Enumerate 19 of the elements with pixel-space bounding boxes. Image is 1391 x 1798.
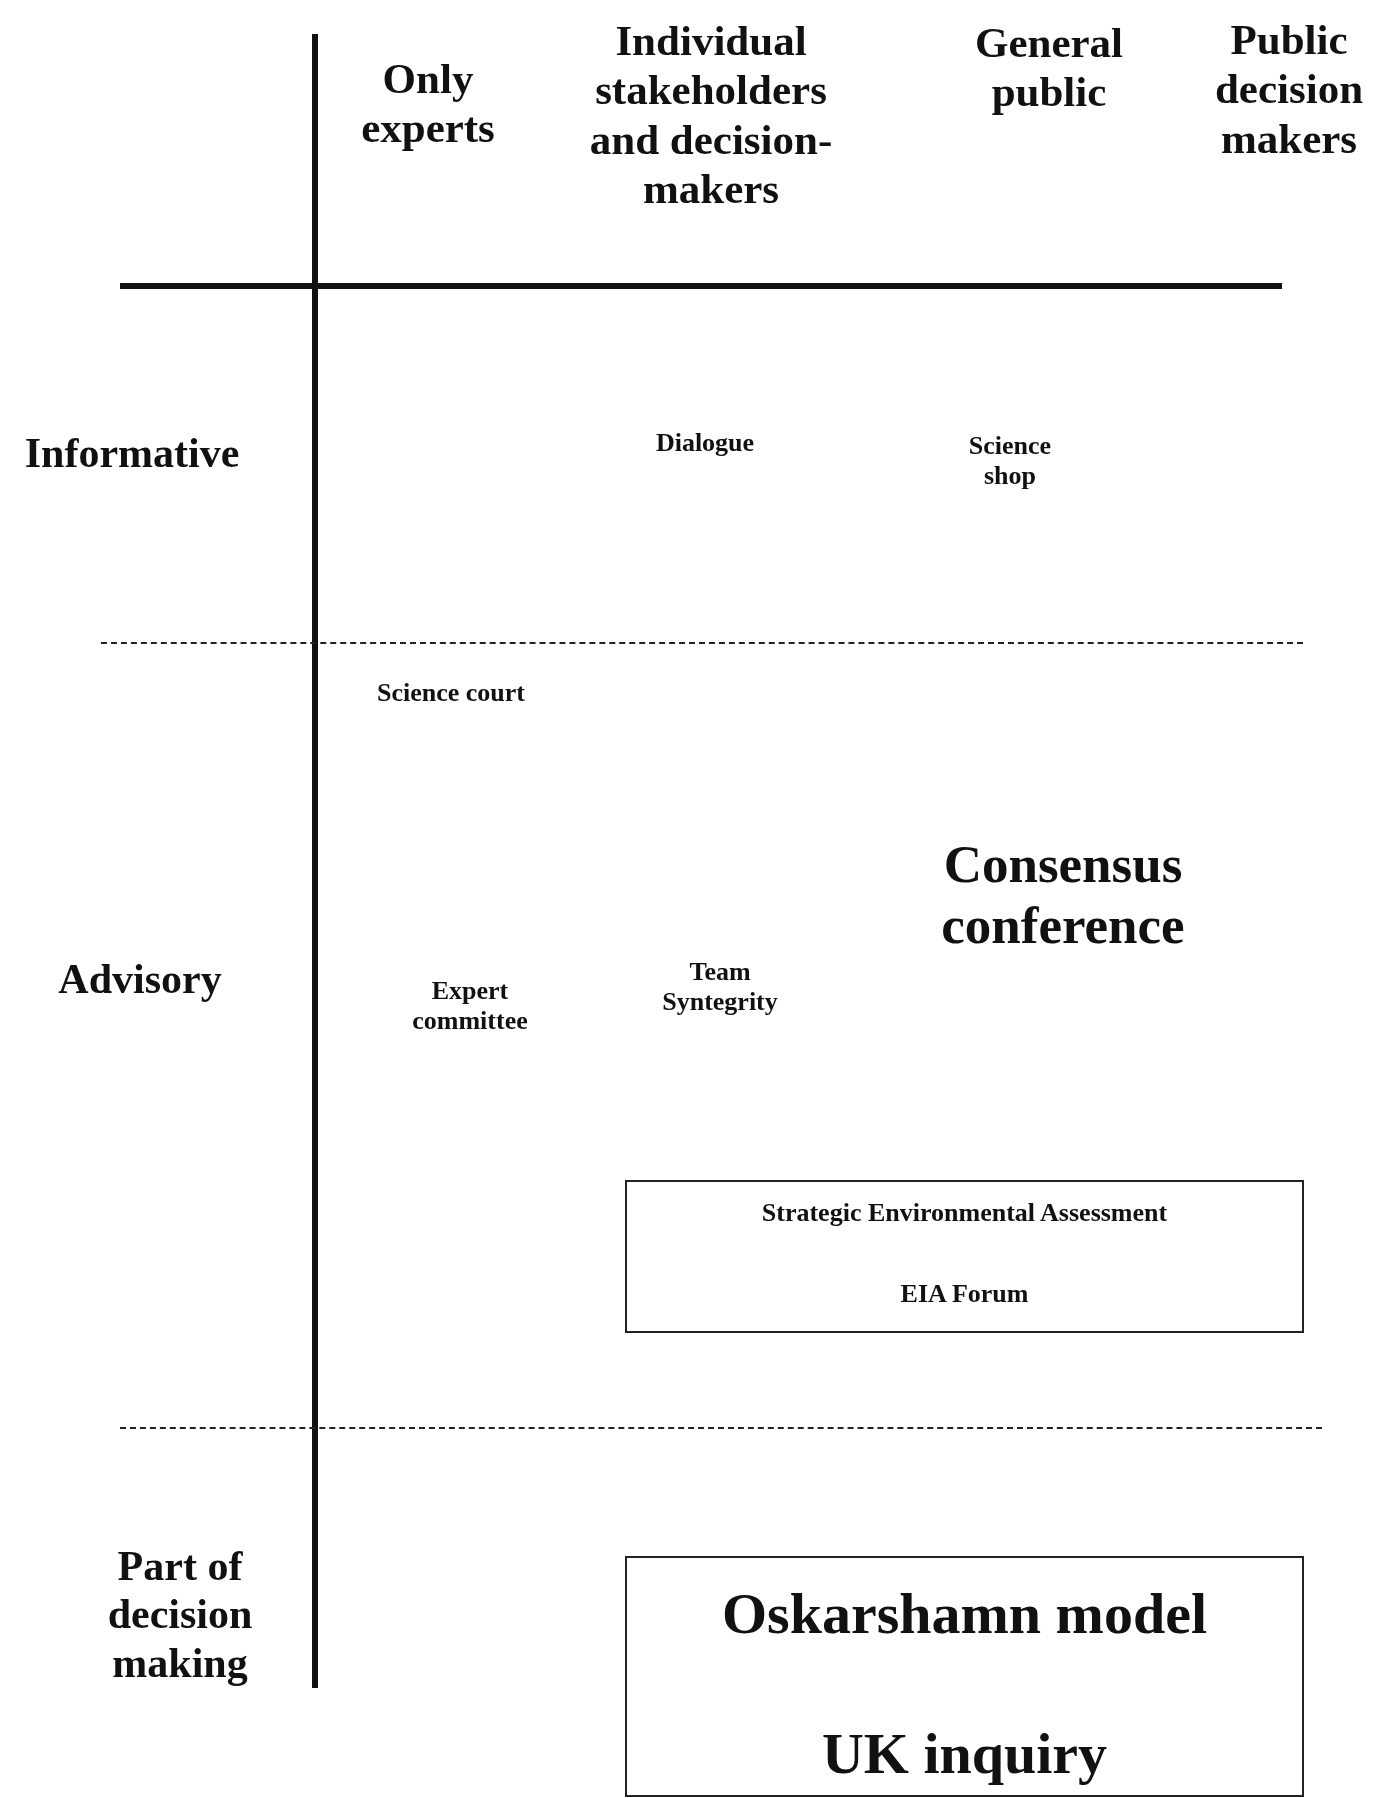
method-box <box>625 1180 1304 1333</box>
method-label: UK inquiry <box>821 1720 1108 1787</box>
method-label: Expert committee <box>411 976 529 1036</box>
method-label: Science shop <box>967 431 1053 491</box>
column-heading: Public decision makers <box>1213 14 1365 164</box>
column-heading: Only experts <box>360 53 496 153</box>
method-label: Team Syntegrity <box>661 957 779 1017</box>
method-label: Dialogue <box>654 428 756 458</box>
method-label: Science court <box>376 678 526 708</box>
row-heading: Advisory <box>57 954 223 1004</box>
method-label: Strategic Environmental Assessment <box>761 1198 1168 1228</box>
method-label: Oskarshamn model <box>722 1580 1207 1647</box>
method-label: Consensus conference <box>940 834 1186 956</box>
column-heading: Individual stakeholders and decision-makers <box>588 16 834 214</box>
row-heading: Informative <box>23 428 241 478</box>
column-heading: General public <box>973 17 1125 117</box>
row-heading: Part of decision making <box>106 1541 254 1687</box>
method-label: EIA Forum <box>900 1279 1029 1309</box>
method-box <box>625 1556 1304 1797</box>
